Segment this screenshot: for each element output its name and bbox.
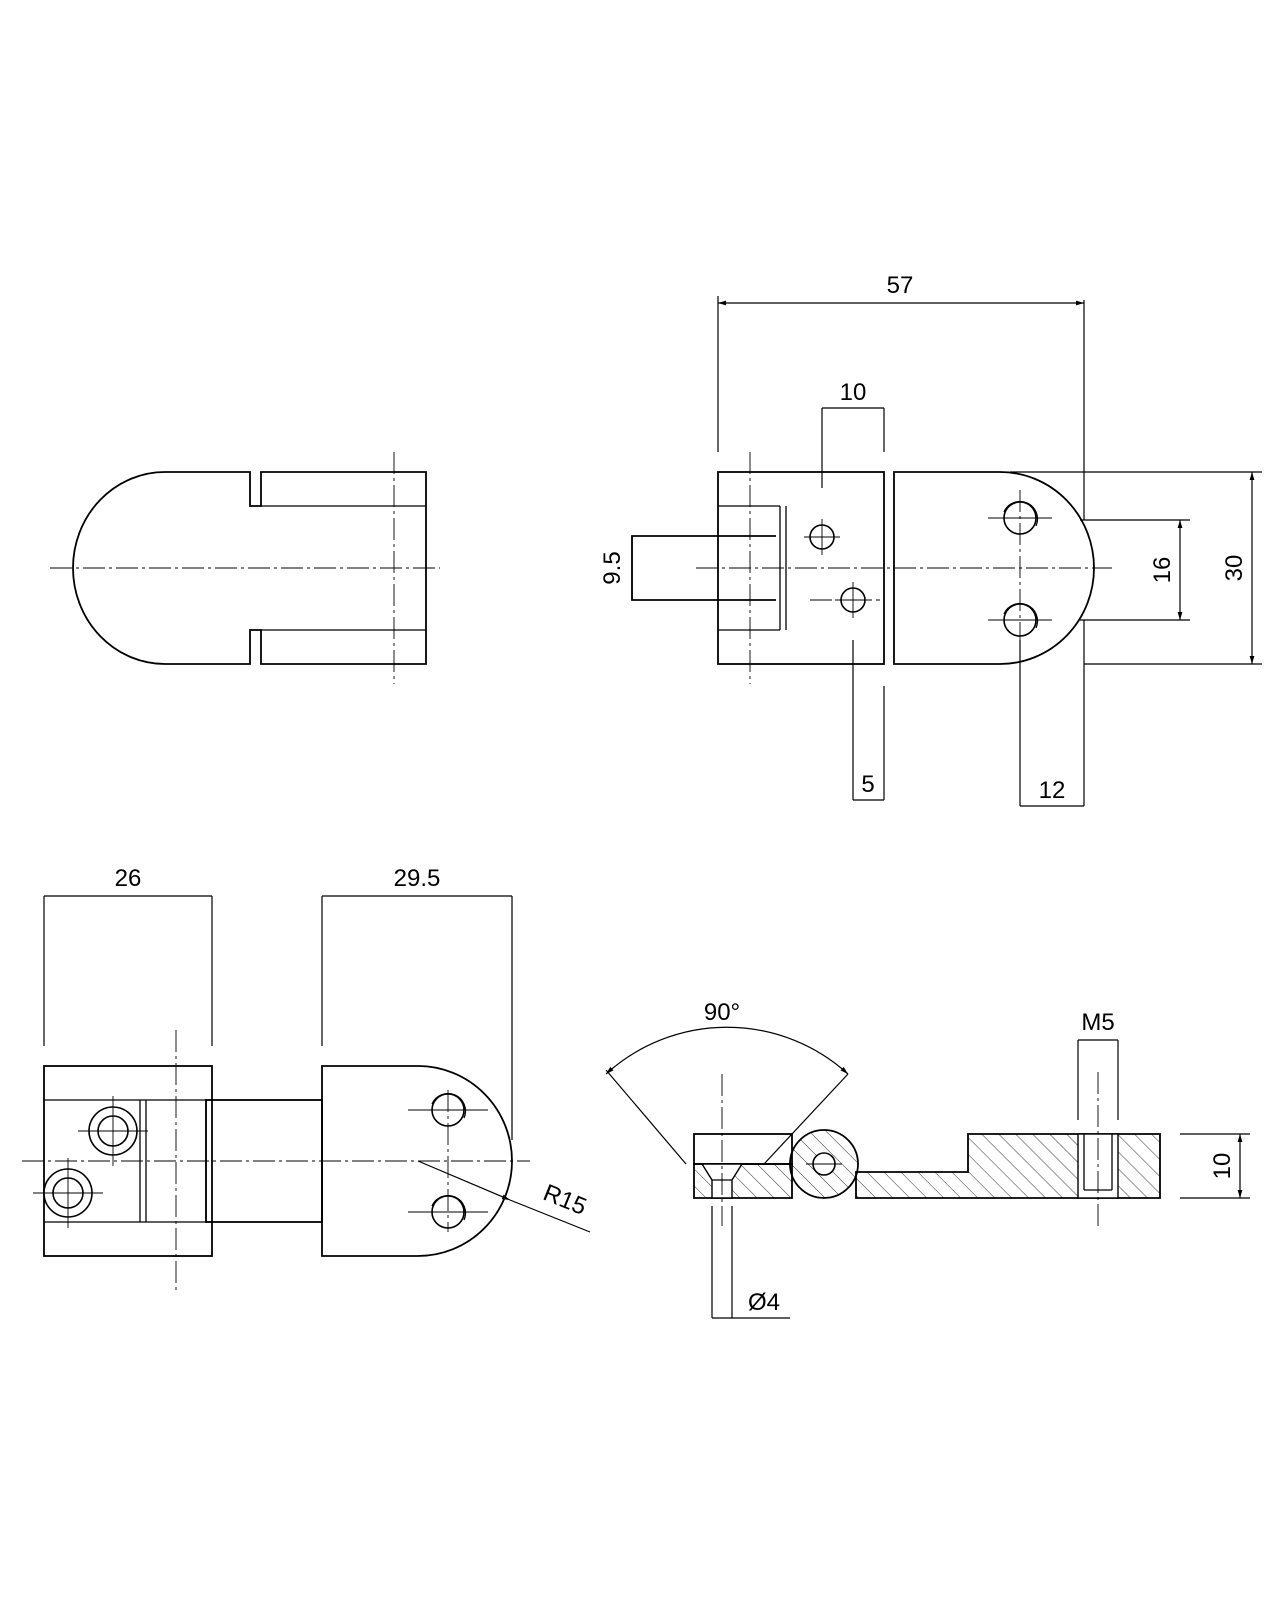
dim-10-right: 10: [1209, 1153, 1236, 1180]
dim-5: 5: [861, 771, 874, 798]
dim-90: 90°: [704, 999, 740, 1026]
dim-30: 30: [1221, 555, 1248, 582]
dim-10-top: 10: [840, 379, 867, 406]
dim-57: 57: [887, 272, 914, 299]
dim-d4: Ø4: [748, 1289, 780, 1316]
dim-12: 12: [1039, 777, 1066, 804]
view-plan-right: 57 10 9.5 16 30 5 12: [599, 272, 1262, 807]
view-side-left: [50, 452, 440, 684]
dim-m5: M5: [1081, 1009, 1114, 1036]
dim-26: 26: [115, 865, 142, 892]
dim-29-5: 29.5: [394, 865, 441, 892]
view-open-left: 26 29.5 R15: [22, 865, 590, 1292]
dim-16: 16: [1149, 557, 1176, 584]
dim-9-5: 9.5: [599, 551, 626, 584]
view-section-right: 90° M5 Ø4 10: [605, 999, 1250, 1319]
